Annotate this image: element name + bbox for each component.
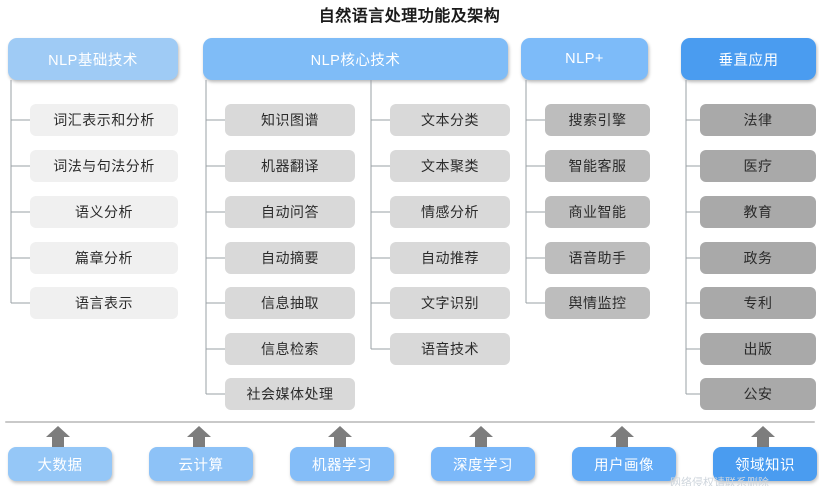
item-box[interactable]: 语音技术	[390, 333, 510, 365]
up-arrow-icon	[186, 426, 212, 448]
item-box[interactable]: 社会媒体处理	[225, 378, 355, 410]
item-box[interactable]: 医疗	[700, 150, 816, 182]
foundation-box-domain-knowledge[interactable]: 领域知识	[713, 447, 817, 481]
item-box[interactable]: 政务	[700, 242, 816, 274]
item-box[interactable]: 篇章分析	[30, 242, 178, 274]
item-box[interactable]: 文本聚类	[390, 150, 510, 182]
item-box[interactable]: 出版	[700, 333, 816, 365]
item-box[interactable]: 自动问答	[225, 196, 355, 228]
item-box[interactable]: 词法与句法分析	[30, 150, 178, 182]
item-box[interactable]: 教育	[700, 196, 816, 228]
item-box[interactable]: 信息抽取	[225, 287, 355, 319]
up-arrow-icon	[327, 426, 353, 448]
item-box[interactable]: 信息检索	[225, 333, 355, 365]
item-box[interactable]: 自动推荐	[390, 242, 510, 274]
item-box[interactable]: 专利	[700, 287, 816, 319]
page-title: 自然语言处理功能及架构	[318, 8, 501, 25]
foundation-box-user-profile[interactable]: 用户画像	[572, 447, 676, 481]
item-box[interactable]: 搜索引擎	[545, 104, 650, 136]
item-box[interactable]: 舆情监控	[545, 287, 650, 319]
up-arrow-icon	[45, 426, 71, 448]
header-vertical-applications[interactable]: 垂直应用	[681, 38, 816, 80]
item-box[interactable]: 公安	[700, 378, 816, 410]
item-box[interactable]: 商业智能	[545, 196, 650, 228]
foundation-box-big-data[interactable]: 大数据	[8, 447, 112, 481]
up-arrow-icon	[609, 426, 635, 448]
item-box[interactable]: 自动摘要	[225, 242, 355, 274]
foundation-separator	[5, 421, 815, 423]
up-arrow-icon	[468, 426, 494, 448]
foundation-box-deep-learning[interactable]: 深度学习	[431, 447, 535, 481]
watermark-text: 网络侵权请联系删除	[670, 477, 769, 486]
item-box[interactable]: 知识图谱	[225, 104, 355, 136]
item-box[interactable]: 情感分析	[390, 196, 510, 228]
item-box[interactable]: 文本分类	[390, 104, 510, 136]
item-box[interactable]: 法律	[700, 104, 816, 136]
item-box[interactable]: 语音助手	[545, 242, 650, 274]
item-box[interactable]: 智能客服	[545, 150, 650, 182]
up-arrow-icon	[750, 426, 776, 448]
header-nlp-plus[interactable]: NLP+	[521, 38, 648, 80]
header-nlp-core[interactable]: NLP核心技术	[203, 38, 508, 80]
item-box[interactable]: 语言表示	[30, 287, 178, 319]
header-nlp-basic[interactable]: NLP基础技术	[8, 38, 178, 80]
item-box[interactable]: 机器翻译	[225, 150, 355, 182]
item-box[interactable]: 词汇表示和分析	[30, 104, 178, 136]
item-box[interactable]: 文字识别	[390, 287, 510, 319]
foundation-box-machine-learning[interactable]: 机器学习	[290, 447, 394, 481]
foundation-box-cloud[interactable]: 云计算	[149, 447, 253, 481]
item-box[interactable]: 语义分析	[30, 196, 178, 228]
